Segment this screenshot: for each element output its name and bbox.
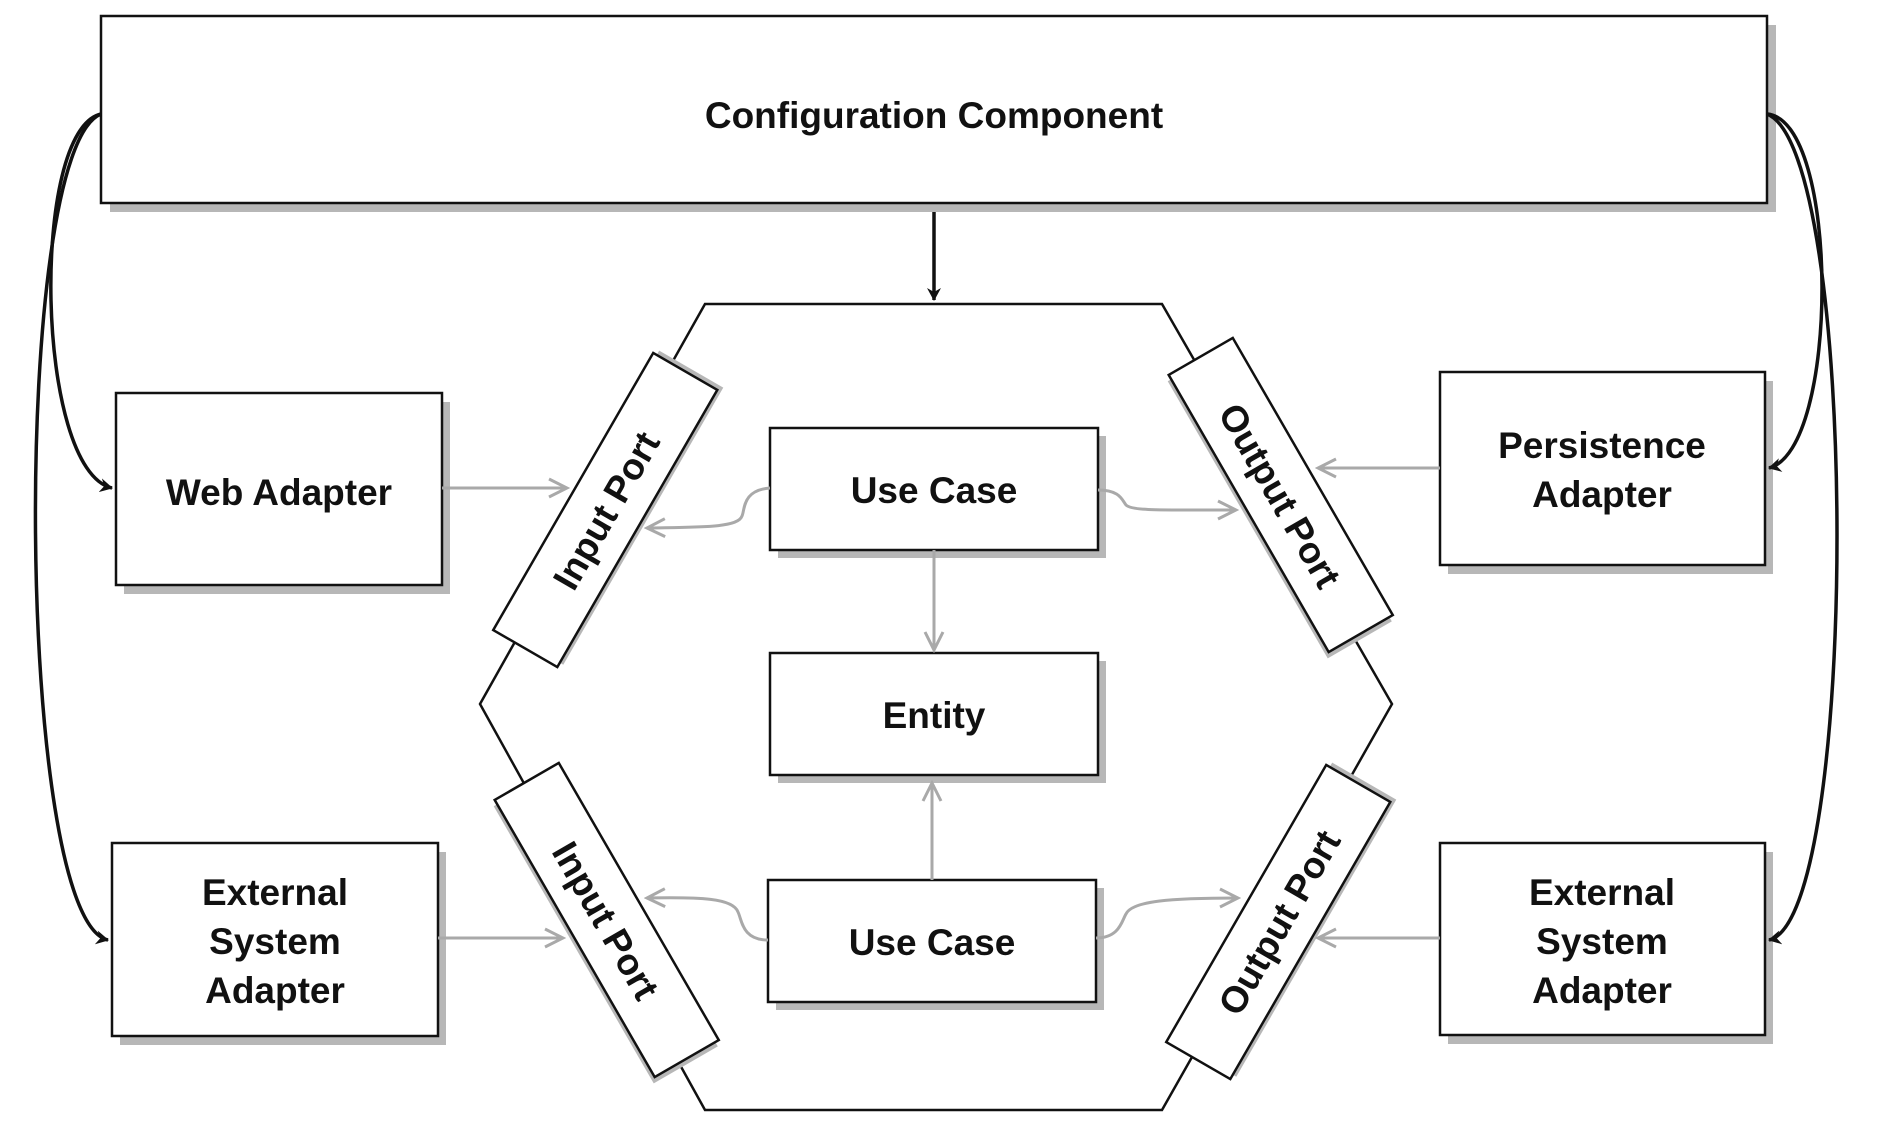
persistence-adapter: Persistence Adapter <box>1438 370 1773 574</box>
external-system-adapter-right: External System Adapter <box>1438 841 1773 1044</box>
config-to-external-adapter-left-arrow <box>33 112 109 945</box>
use-case-top-label: Use Case <box>851 470 1018 511</box>
external-adapter-left-line3: Adapter <box>205 970 345 1011</box>
web-adapter-label: Web Adapter <box>166 472 392 513</box>
use-case-bottom-to-input-port-arrow <box>647 898 769 942</box>
config-to-web-adapter-arrow <box>49 112 113 493</box>
external-adapter-left-line2: System <box>209 921 341 962</box>
web-adapter: Web Adapter <box>114 391 450 594</box>
use-case-bottom: Use Case <box>766 878 1104 1010</box>
external-adapter-right-line1: External <box>1529 872 1675 913</box>
output-port-bottom: Output Port <box>1164 762 1397 1081</box>
persistence-adapter-line1: Persistence <box>1498 425 1706 466</box>
configuration-component: Configuration Component <box>99 14 1776 212</box>
external-adapter-right-line3: Adapter <box>1532 970 1672 1011</box>
external-system-adapter-left: External System Adapter <box>110 841 446 1045</box>
entity: Entity <box>768 651 1106 783</box>
input-port-bottom: Input Port <box>492 761 721 1084</box>
entity-label: Entity <box>883 695 986 736</box>
output-port-top: Output Port <box>1166 336 1395 659</box>
persistence-adapter-line2: Adapter <box>1532 474 1672 515</box>
use-case-top-to-input-port-arrow <box>647 486 771 528</box>
use-case-bottom-to-output-port-arrow <box>1095 898 1238 940</box>
use-case-top-to-output-port-arrow <box>1097 488 1236 510</box>
application-hexagon <box>478 302 1394 1112</box>
config-to-external-adapter-right-arrow <box>1766 112 1839 945</box>
use-case-top: Use Case <box>768 426 1106 558</box>
external-adapter-right-line2: System <box>1536 921 1668 962</box>
configuration-label: Configuration Component <box>705 95 1163 136</box>
external-adapter-left-line1: External <box>202 872 348 913</box>
use-case-bottom-label: Use Case <box>849 922 1016 963</box>
input-port-top: Input Port <box>491 350 724 669</box>
